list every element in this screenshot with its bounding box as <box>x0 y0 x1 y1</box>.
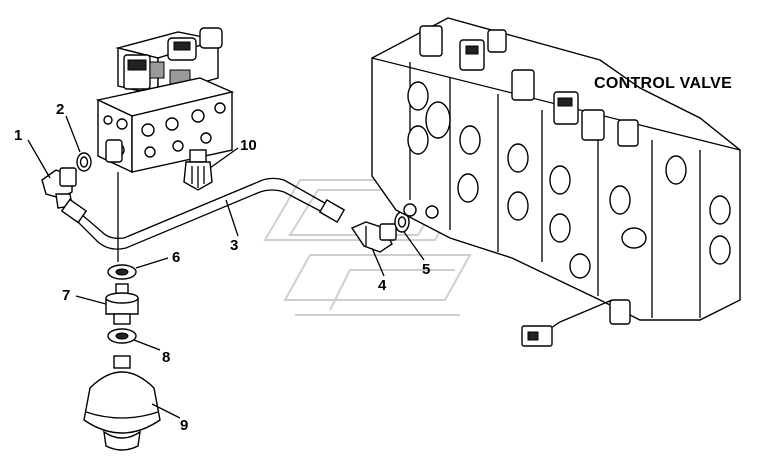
elbow-fitting-part-4 <box>350 221 397 253</box>
adapter-part-7 <box>105 283 139 325</box>
pilot-valve-block <box>95 27 235 262</box>
callout-4: 4 <box>378 277 387 294</box>
callout-9: 9 <box>180 417 188 434</box>
washer-part-8 <box>107 328 137 344</box>
o-ring-part-2 <box>76 152 92 172</box>
callout-10: 10 <box>240 137 257 154</box>
callout-6: 6 <box>172 249 180 266</box>
callout-5: 5 <box>422 261 430 278</box>
leader-lines <box>27 115 425 419</box>
control-valve-assembly <box>371 17 741 347</box>
callout-8: 8 <box>162 349 170 366</box>
callout-7: 7 <box>62 287 70 304</box>
washer-part-6 <box>107 264 137 280</box>
callout-1: 1 <box>14 127 22 144</box>
pressure-sensor-part-10 <box>183 149 213 191</box>
tube-part-3 <box>60 177 346 250</box>
callout-3: 3 <box>230 237 238 254</box>
diagram-title: CONTROL VALVE <box>594 75 732 92</box>
accumulator-part-9 <box>83 355 161 451</box>
callout-2: 2 <box>56 101 64 118</box>
